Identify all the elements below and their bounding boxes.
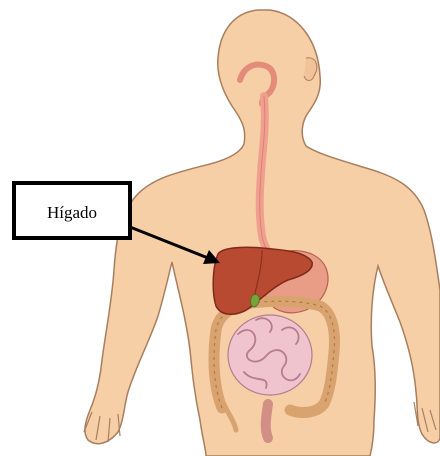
small-intestine	[228, 315, 312, 395]
callout-label: Hígado	[47, 203, 97, 222]
rectum	[266, 404, 268, 438]
